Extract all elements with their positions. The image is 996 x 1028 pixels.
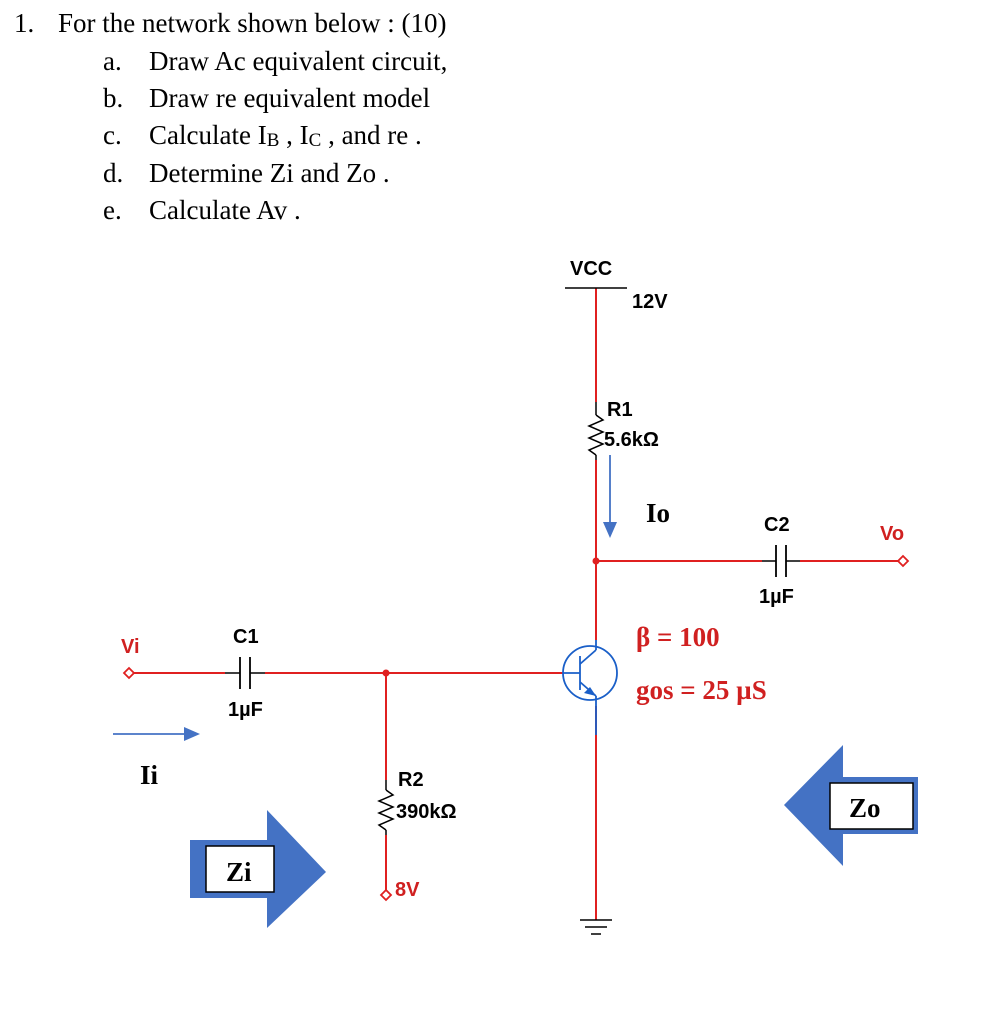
base-node <box>382 669 390 677</box>
c2-value: 1µF <box>759 586 794 608</box>
r2-value: 390kΩ <box>396 801 457 823</box>
ii-label: Ii <box>140 760 159 790</box>
c1-value: 1µF <box>228 699 263 721</box>
item-c-post: , and re . <box>321 120 422 150</box>
gos-value: gos = 25 µS <box>636 675 767 705</box>
wires <box>134 288 898 920</box>
zi-box <box>205 845 275 893</box>
item-letter-c: c. <box>103 120 122 150</box>
transistor-collector <box>579 649 597 665</box>
io-arrow-head <box>603 522 617 538</box>
ii-arrow-head <box>184 727 200 741</box>
item-c-mid: , I <box>279 120 309 150</box>
r2-resistor-symbol <box>377 789 395 831</box>
item-letter-e: e. <box>103 195 122 225</box>
r1-name: R1 <box>607 399 633 421</box>
question-text: For the network shown below : (10) <box>58 8 447 38</box>
r2-name: R2 <box>398 769 424 791</box>
vcc-value: 12V <box>632 291 668 313</box>
beta-value: β = 100 <box>636 622 720 652</box>
c2-name: C2 <box>764 514 790 536</box>
question-number: 1. <box>14 8 35 38</box>
io-label: Io <box>646 498 670 528</box>
item-letter-d: d. <box>103 158 124 188</box>
item-letter-a: a. <box>103 46 122 76</box>
item-text-b: Draw re equivalent model <box>149 83 431 113</box>
ground-icon <box>580 919 612 935</box>
item-text-a: Draw Ac equivalent circuit, <box>149 46 448 76</box>
item-c-pre: Calculate I <box>149 120 267 150</box>
item-c-sub-b: B <box>266 130 280 151</box>
bias-terminal <box>379 888 393 902</box>
vo-terminal <box>896 554 910 568</box>
zo-box <box>829 782 914 830</box>
vcc-label: VCC <box>570 258 612 280</box>
vo-label: Vo <box>880 523 904 545</box>
bias-value: 8V <box>395 879 420 901</box>
item-text-d: Determine Zi and Zo . <box>149 158 390 188</box>
item-c-sub-c: C <box>308 130 322 151</box>
vi-terminal <box>122 666 136 680</box>
item-text-e: Calculate Av . <box>149 195 301 225</box>
zo-label: Zo <box>849 793 881 823</box>
c1-name: C1 <box>233 626 259 648</box>
r1-resistor-symbol <box>587 414 605 456</box>
zi-label: Zi <box>226 857 252 887</box>
vi-label: Vi <box>121 636 140 658</box>
collector-node <box>592 557 600 565</box>
transistor-symbol <box>562 640 618 735</box>
item-letter-b: b. <box>103 83 124 113</box>
r1-value: 5.6kΩ <box>604 429 659 451</box>
item-text-c: Calculate IB , IC , and re . <box>149 120 422 152</box>
transistor-emitter-arrow <box>584 687 596 696</box>
